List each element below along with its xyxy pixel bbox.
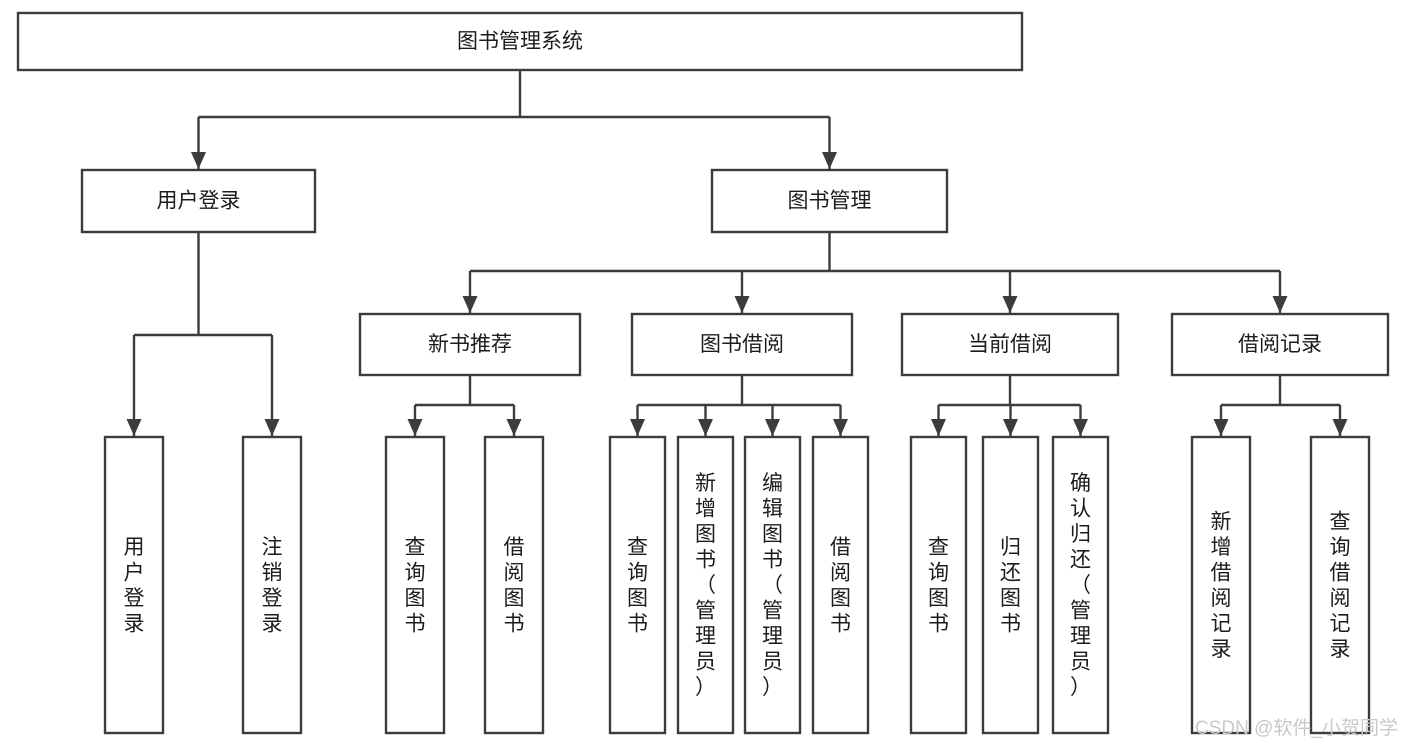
node-box: [103, 435, 165, 735]
node-current-borrow[interactable]: 当前借阅: [900, 312, 1120, 377]
node-box: [676, 435, 735, 735]
node-book-borrow[interactable]: 图书借阅: [630, 312, 854, 377]
node-box: [241, 435, 303, 735]
node-label: 注销登录: [262, 536, 283, 636]
node-box: [1051, 435, 1110, 735]
node-label: 用户登录: [157, 190, 241, 213]
arrow-head-icon: [506, 419, 522, 436]
arrow-head-icon: [191, 152, 206, 169]
node-rec-borrow-book[interactable]: 借阅图书: [483, 435, 545, 735]
arrow-head-icon: [765, 419, 780, 436]
node-borrow-borrow-book[interactable]: 借阅图书: [811, 435, 870, 735]
arrow-head-icon: [1073, 419, 1088, 436]
node-borrow-query-book[interactable]: 查询图书: [608, 435, 667, 735]
node-cur-query-book[interactable]: 查询图书: [909, 435, 968, 735]
node-label: 新增借阅记录: [1211, 510, 1232, 661]
arrow-head-icon: [734, 296, 750, 313]
arrow-head-icon: [1332, 419, 1348, 436]
arrow-head-icon: [264, 419, 280, 436]
arrow-head-icon: [1213, 419, 1229, 436]
node-cur-confirm-return[interactable]: 确认归还（管理员）: [1051, 435, 1110, 735]
node-label: 查询图书: [928, 536, 949, 636]
node-user-login[interactable]: 用户登录: [80, 168, 317, 234]
node-box: [1190, 435, 1252, 735]
node-box: [1309, 435, 1371, 735]
node-label: 编辑图书（管理员）: [762, 472, 783, 699]
arrow-head-icon: [1002, 296, 1018, 313]
arrow-head-icon: [1272, 296, 1288, 313]
node-box: [909, 435, 968, 735]
node-borrow-add-book[interactable]: 新增图书（管理员）: [676, 435, 735, 735]
node-rec-query-book[interactable]: 查询图书: [384, 435, 446, 735]
node-label: 当前借阅: [968, 333, 1052, 356]
node-label: 图书管理: [788, 190, 872, 213]
node-box: [358, 312, 582, 377]
connector-layer: [126, 70, 1348, 436]
arrow-head-icon: [1003, 419, 1018, 436]
node-label: 图书管理系统: [457, 30, 583, 53]
node-box: [710, 168, 949, 234]
arrow-head-icon: [931, 419, 946, 436]
arrow-head-icon: [462, 296, 478, 313]
node-book-manage[interactable]: 图书管理: [710, 168, 949, 234]
node-label: 查询图书: [405, 536, 426, 636]
node-label: 归还图书: [1000, 536, 1021, 636]
node-box: [384, 435, 446, 735]
node-label: 图书借阅: [700, 333, 784, 356]
node-rec-add-record[interactable]: 新增借阅记录: [1190, 435, 1252, 735]
node-label: 借阅图书: [830, 536, 851, 636]
node-label: 确认归还（管理员）: [1070, 472, 1091, 699]
arrow-head-icon: [407, 419, 423, 436]
node-label: 借阅记录: [1238, 333, 1322, 356]
node-label: 新书推荐: [428, 333, 512, 356]
node-leaf-user-logout[interactable]: 注销登录: [241, 435, 303, 735]
node-label: 用户登录: [124, 536, 145, 636]
arrow-head-icon: [833, 419, 848, 436]
node-box: [743, 435, 802, 735]
arrow-head-icon: [698, 419, 713, 436]
node-box: [630, 312, 854, 377]
node-rec-query-record[interactable]: 查询借阅记录: [1309, 435, 1371, 735]
csdn-watermark: CSDN @软件_小贺同学: [1195, 717, 1398, 739]
node-box: [981, 435, 1040, 735]
node-box: [483, 435, 545, 735]
node-box: [80, 168, 317, 234]
node-cur-return-book[interactable]: 归还图书: [981, 435, 1040, 735]
node-new-book-rec[interactable]: 新书推荐: [358, 312, 582, 377]
node-label: 查询借阅记录: [1330, 510, 1351, 661]
arrow-head-icon: [126, 419, 142, 436]
node-leaf-user-login[interactable]: 用户登录: [103, 435, 165, 735]
node-box: [608, 435, 667, 735]
node-borrow-record[interactable]: 借阅记录: [1170, 312, 1390, 377]
node-label: 借阅图书: [504, 536, 525, 636]
node-layer: 图书管理系统用户登录用户登录注销登录图书管理新书推荐查询图书借阅图书图书借阅查询…: [16, 11, 1390, 735]
arrow-head-icon: [630, 419, 645, 436]
node-label: 查询图书: [627, 536, 648, 636]
node-root[interactable]: 图书管理系统: [16, 11, 1024, 72]
node-box: [16, 11, 1024, 72]
arrow-head-icon: [822, 152, 837, 169]
node-box: [1170, 312, 1390, 377]
node-box: [811, 435, 870, 735]
node-box: [900, 312, 1120, 377]
node-borrow-edit-book[interactable]: 编辑图书（管理员）: [743, 435, 802, 735]
node-label: 新增图书（管理员）: [695, 472, 716, 699]
